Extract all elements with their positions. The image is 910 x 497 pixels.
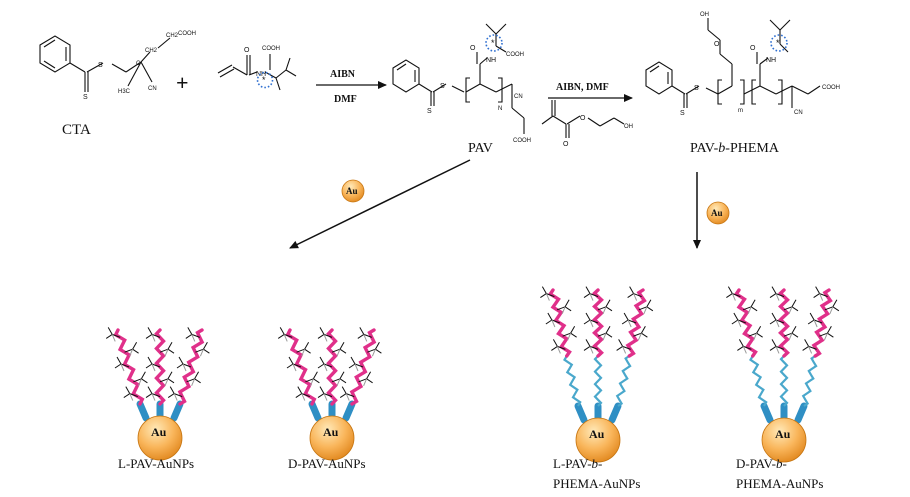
cta-c: C [136,61,141,67]
hema-monomer [541,100,625,138]
phema-block [615,355,632,407]
phema-s2: S [694,85,699,92]
gold-core-label: Au [589,427,605,441]
product-label-l-pav-b-phema-line2: PHEMA-AuNPs [553,476,640,491]
anchor-group [170,400,184,422]
phema-block [563,355,582,407]
gold-core [137,415,183,461]
cta-ch2: CH2 [145,48,158,54]
pav-cn: CN [514,94,523,100]
phema-block [801,355,818,407]
l-pav-b-phema-aunps-particle: Au [540,286,654,463]
anchor-group [760,402,774,424]
phema-block [593,355,603,407]
pav-cooh: COOH [506,52,524,58]
cta-molecule [39,35,171,92]
gold-core [761,417,807,463]
monomer-chiral-highlight [256,71,274,89]
pav-star: * [491,38,495,48]
pav-nh: NH [486,57,496,64]
product-label-d-pav-b-phema-line2: PHEMA-AuNPs [736,476,823,491]
phema-chiral-highlight [770,34,788,52]
phema-m: m [738,108,743,114]
phema-cn: CN [794,110,803,116]
cta-ch2-b: CH2 [166,33,179,39]
pav-b-phema-molecule [645,18,821,108]
phema-block [749,355,768,407]
l-pav-aunps-particle: Au [105,327,210,461]
monomer-nh: NH [256,71,266,78]
cta-cooh: COOH [178,31,196,37]
arrow-to-pav-aunps [289,159,471,249]
pav-s2: S [440,83,445,90]
monomer-molecule [217,54,297,91]
au-reagent-2 [706,201,730,225]
pav-molecule [392,23,525,134]
product-label-d-pav-b-phema-line1: D-PAV-b- [736,456,787,471]
gold-core [309,415,355,461]
product-label-d-pav-aunps: D-PAV-AuNPs [288,456,366,471]
anchor-group [794,402,808,424]
anchor-group [608,402,622,424]
hema-o: O [580,115,586,122]
product-label-l-pav-aunps: L-PAV-AuNPs [118,456,194,471]
cta-label: CTA [62,122,91,138]
pav-s: S [427,108,432,115]
pav-o: O [470,45,476,52]
monomer-cooh: COOH [262,46,280,52]
gold-core-label: Au [323,425,339,439]
phema-nh: NH [766,57,776,64]
phema-oh: OH [700,12,709,18]
hema-oh: OH [624,124,633,130]
reagent-aibn-dmf: AIBN, DMF [556,82,609,93]
monomer-o: O [244,47,250,54]
hema-o2: O [563,141,569,148]
pav-label: PAV [468,141,493,156]
d-pav-b-phema-aunps-particle: Au [726,286,840,463]
cta-h3c: H3C [118,89,131,95]
cta-cn: CN [148,86,157,92]
d-pav-aunps-particle: Au [277,327,382,461]
phema-block [779,355,789,407]
pav-cooh-2: COOH [513,138,531,144]
gold-core [575,417,621,463]
product-label-l-pav-b-phema-line1: L-PAV-b- [553,456,602,471]
au-reagent-1-label: Au [346,186,358,196]
pav-block [733,288,758,358]
pav-n: N [498,106,502,112]
gold-core-label: Au [775,427,791,441]
phema-cooh: COOH [822,85,840,91]
reagent-dmf: DMF [334,94,357,105]
phema-s: S [680,110,685,117]
pav-chiral-highlight [485,34,503,52]
anchor-group [136,400,150,422]
pav-block [547,288,572,358]
pav-b-phema-label: PAV-b-PHEMA [690,141,780,156]
au-reagent-2-label: Au [711,208,723,218]
au-reagent-1 [341,179,365,203]
phema-o: O [714,41,720,48]
reagent-aibn: AIBN [330,69,356,80]
anchor-group [574,402,588,424]
cta-s1: S [98,62,103,69]
anchor-group [342,400,356,422]
phema-star: * [776,38,780,48]
gold-core-label: Au [151,425,167,439]
monomer-star: * [262,75,266,85]
plus-sign: + [176,70,189,95]
anchor-group [308,400,322,422]
phema-o2: O [750,45,756,52]
cta-s2: S [83,94,88,101]
